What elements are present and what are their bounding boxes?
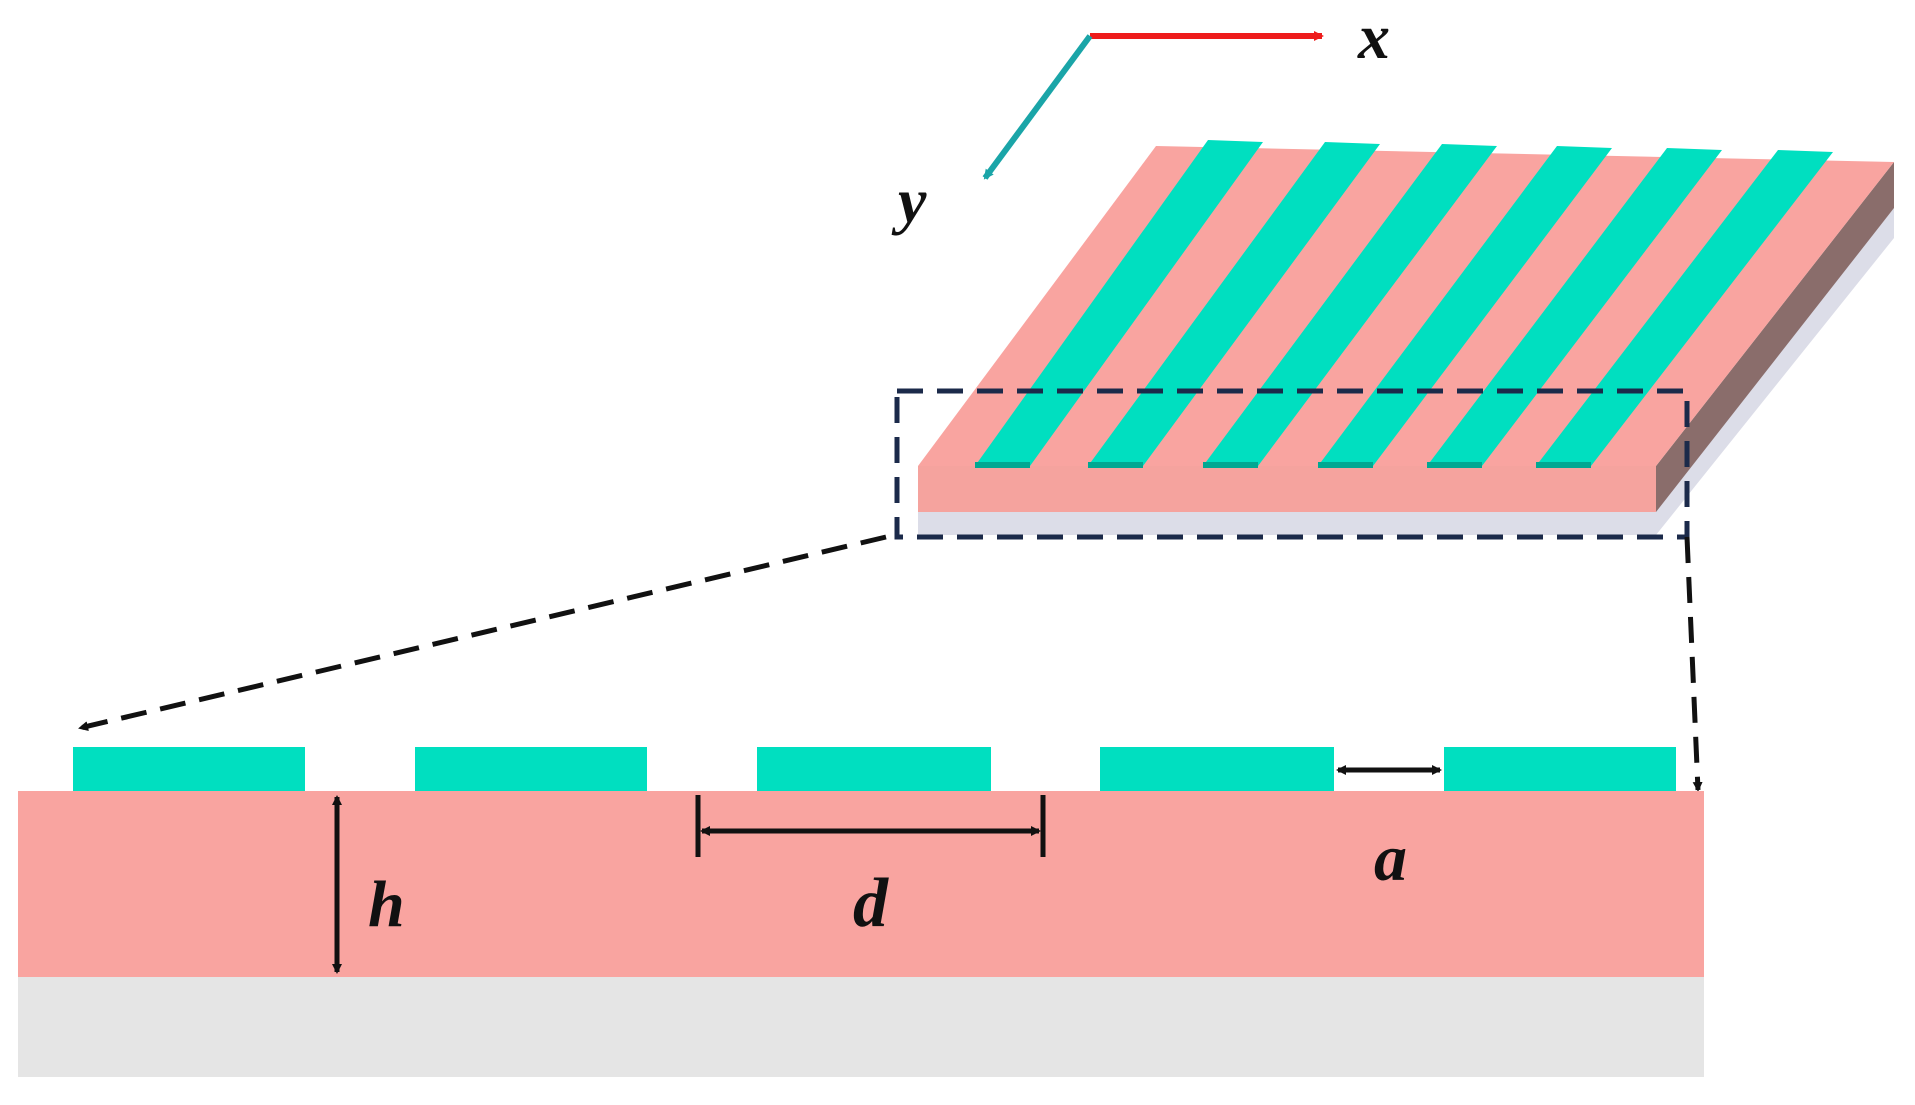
- cross-section-strip: [1444, 747, 1676, 791]
- slab-strip: [1536, 150, 1833, 466]
- slab-strip: [1427, 148, 1722, 466]
- y-axis-arrow-icon: [982, 34, 1093, 180]
- slab-strip: [975, 140, 1263, 466]
- cross-section-base-layer: [18, 977, 1704, 1077]
- strip-edge: [1318, 462, 1373, 468]
- cross-section-strips: [73, 747, 1676, 791]
- strip-edge: [1536, 462, 1591, 468]
- cross-section-substrate: [18, 791, 1704, 977]
- gap-label: a: [1374, 822, 1407, 895]
- x-axis-label: x: [1357, 1, 1390, 72]
- cross-section-strip: [73, 747, 305, 791]
- slab-strip-edges: [975, 462, 1591, 468]
- grating-3d-slab: [918, 140, 1894, 535]
- strip-edge: [1088, 462, 1143, 468]
- slab-strip: [1203, 144, 1497, 466]
- strip-edge: [1427, 462, 1482, 468]
- slab-strip: [1088, 142, 1380, 466]
- slab-side-face: [1656, 162, 1894, 512]
- strip-edge: [975, 462, 1030, 468]
- zoom-connector-left: [78, 534, 887, 732]
- slab-strip: [1318, 146, 1612, 466]
- zoom-connector-right: [1684, 536, 1703, 792]
- cross-section: h d a: [18, 747, 1704, 1077]
- cross-section-strip: [1100, 747, 1334, 791]
- height-label: h: [368, 868, 405, 941]
- zoom-dashed-box: [894, 388, 1690, 540]
- cross-section-strip: [757, 747, 991, 791]
- y-axis-label: y: [891, 165, 927, 236]
- zoom-indicator: [78, 388, 1703, 792]
- slab-strips: [975, 140, 1833, 466]
- strip-edge: [1203, 462, 1258, 468]
- slab-front-face: [918, 466, 1656, 512]
- cross-section-strip: [415, 747, 647, 791]
- period-label: d: [853, 865, 889, 942]
